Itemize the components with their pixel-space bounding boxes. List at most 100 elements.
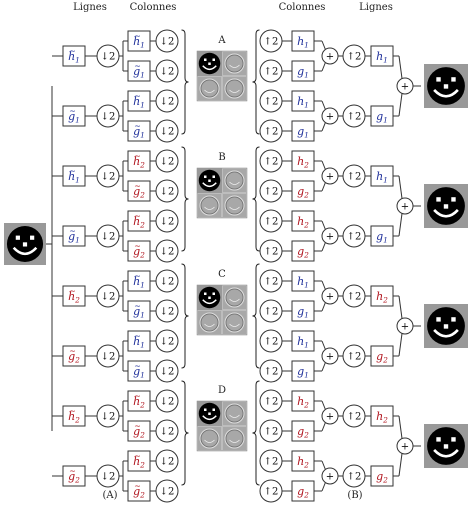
curly-brace	[181, 29, 189, 135]
filter-label-h1: h1	[376, 170, 388, 185]
tilde-mark: ~	[134, 32, 141, 41]
downsample-row-circle-label: ↓2	[101, 52, 116, 63]
sum-col-circle	[321, 287, 339, 305]
detail-edge	[204, 323, 215, 327]
detail-subband	[223, 402, 246, 425]
upsample-col-circle-label: ↑2	[264, 67, 279, 78]
detail-edge	[229, 89, 240, 93]
filter-box	[370, 45, 394, 67]
upsample-row-circle	[342, 464, 366, 488]
downsample-col-circle-label: ↓2	[160, 367, 175, 378]
upsample-col-circle-label: ↑2	[264, 277, 279, 288]
tilde-mark: ~	[134, 422, 141, 431]
upsample-col-circle	[259, 59, 283, 83]
filter-box	[370, 345, 394, 367]
smiley-eye	[212, 58, 215, 61]
filter-box	[62, 345, 86, 367]
upsample-col-circle	[259, 449, 283, 473]
smiley-eye	[204, 292, 207, 295]
tilde-mark: ~	[69, 107, 76, 116]
detail-edge	[224, 195, 245, 216]
filter-label-h1: h1	[68, 170, 80, 185]
caption-a: (A)	[102, 490, 117, 501]
sum-row-circle-label: +	[401, 82, 409, 93]
upsample-row-circle	[342, 164, 366, 188]
filter-box	[291, 390, 315, 412]
filter-label-g1: g1	[297, 65, 309, 80]
detail-edge	[200, 79, 219, 98]
detail-edge	[224, 53, 245, 74]
upsample-col-circle	[259, 299, 283, 323]
detail-edge	[225, 196, 244, 215]
upsample-col-circle-label: ↑2	[264, 487, 279, 498]
detail-edge	[224, 287, 245, 308]
downsample-row-circle-label: ↓2	[101, 112, 116, 123]
output-image-c	[424, 304, 468, 348]
filter-label-h1: h1	[133, 35, 145, 50]
smiley-nose	[208, 62, 211, 65]
smiley-nose	[443, 444, 449, 449]
upsample-col-circle	[259, 209, 283, 233]
downsample-col-circle-label: ↓2	[160, 157, 175, 168]
filter-box	[291, 480, 315, 502]
header-analysis-colonnes: Colonnes	[130, 2, 177, 13]
lowpass-approximation	[197, 51, 222, 76]
output-image-a	[424, 64, 468, 108]
sum-col-circle-label: +	[326, 172, 334, 183]
downsample-row-circle	[96, 464, 120, 488]
smiley-eye	[204, 175, 207, 178]
filter-box	[62, 45, 86, 67]
filter-box	[291, 240, 315, 262]
detail-edge	[204, 206, 215, 210]
smiley-nose	[208, 412, 211, 415]
tilde-mark: ~	[134, 122, 141, 131]
smiley-eye	[451, 317, 456, 322]
filter-label-g1: g1	[133, 125, 145, 140]
lowpass-approximation	[197, 401, 222, 426]
upsample-row-circle-label: ↑2	[347, 412, 362, 423]
filter-box	[370, 285, 394, 307]
filter-label-h1: h1	[297, 275, 309, 290]
downsample-col-circle-label: ↓2	[160, 97, 175, 108]
filter-box	[127, 270, 151, 292]
upsample-row-circle-label: ↑2	[347, 112, 362, 123]
sum-col-circle	[321, 47, 339, 65]
upsample-col-circle-label: ↑2	[264, 397, 279, 408]
detail-subband	[223, 427, 246, 450]
tilde-mark: ~	[69, 287, 76, 296]
upsample-col-circle-label: ↑2	[264, 307, 279, 318]
sum-col-circle-label: +	[326, 232, 334, 243]
downsample-row-circle	[96, 104, 120, 128]
upsample-row-circle	[342, 284, 366, 308]
filter-label-g1: g1	[68, 230, 80, 245]
detail-edge	[229, 206, 240, 210]
upsample-col-circle-label: ↑2	[264, 127, 279, 138]
detail-subband	[223, 52, 246, 75]
downsample-col-circle-label: ↓2	[160, 277, 175, 288]
upsample-row-circle-label: ↑2	[347, 472, 362, 483]
smiley-eye	[451, 77, 456, 82]
detail-edge	[225, 54, 244, 73]
sum-col-circle	[321, 467, 339, 485]
detail-edge	[199, 312, 220, 333]
filter-box	[62, 285, 86, 307]
sum-row-circle	[396, 197, 414, 215]
tree-letter-a: A	[217, 35, 226, 46]
filter-box	[291, 270, 315, 292]
curly-brace	[252, 380, 260, 486]
sum-col-circle	[321, 227, 339, 245]
smiley-nose	[443, 84, 449, 89]
tilde-mark: ~	[134, 182, 141, 191]
tilde-mark: ~	[69, 467, 76, 476]
detail-edge	[224, 403, 245, 424]
tilde-mark: ~	[134, 242, 141, 251]
downsample-col-circle	[155, 59, 179, 83]
caption-b: (B)	[347, 490, 362, 501]
filter-box	[370, 405, 394, 427]
smiley-eye	[436, 317, 441, 322]
downsample-col-circle-label: ↓2	[160, 127, 175, 138]
downsample-col-circle	[155, 479, 179, 503]
tilde-mark: ~	[69, 227, 76, 236]
downsample-col-circle-label: ↓2	[160, 487, 175, 498]
detail-edge	[229, 414, 240, 418]
